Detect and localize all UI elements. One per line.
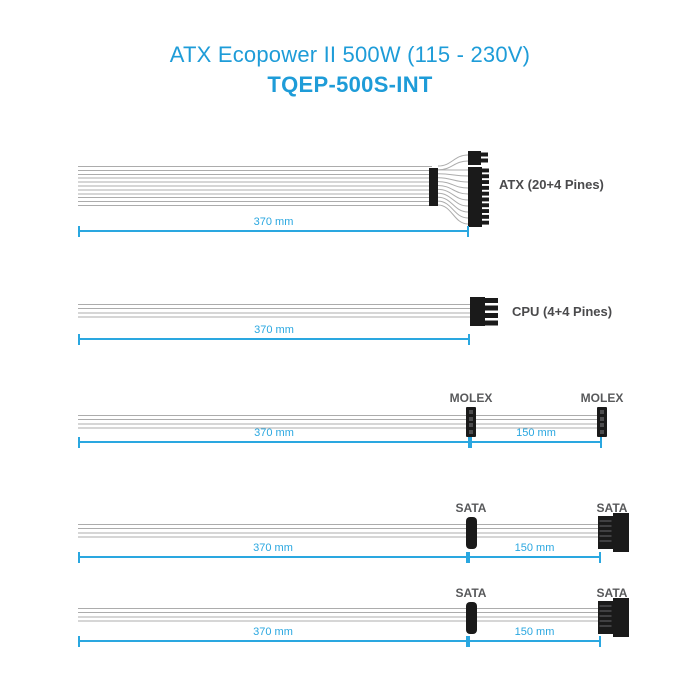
molex-mid-connector-icon [466,407,476,437]
sata1-dimension-text-150: 150 mm [514,542,555,554]
molex-end-connector-icon [597,407,607,437]
sata2-wire-bundle [78,608,614,622]
sata1-end-connector-icon [598,513,629,552]
atx-dimension-text: 370 mm [253,216,294,228]
product-model: TQEP-500S-INT [267,72,433,97]
cpu-dimension-text: 370 mm [254,324,294,336]
sata1-mid-label: SATA [455,501,487,515]
sata2-end-connector-icon [598,598,629,637]
atx-dimension-370mm: 370 mm [78,216,469,237]
molex-end-label: MOLEX [580,391,624,405]
product-title: ATX Ecopower II 500W (115 - 230V) [169,42,531,67]
sata1-dimension-150mm: 150 mm [468,542,601,563]
molex-mid-label: MOLEX [449,391,493,405]
molex-dimension-text-150: 150 mm [516,427,556,439]
sata2-dimension-370mm: 370 mm [78,626,468,647]
molex-dimension-150mm: 150 mm [470,427,602,448]
sata2-mid-connector-icon [466,602,477,634]
sata1-end-label: SATA [596,501,628,515]
sata2-dimension-150mm: 150 mm [468,626,601,647]
atx-connector-icon [429,151,489,227]
atx-wire-bundle [78,166,432,206]
sata1-wire-bundle [78,524,614,538]
cable-clip [429,168,438,206]
cpu-dimension-370mm: 370 mm [78,324,470,345]
molex-dimension-text-370: 370 mm [254,427,294,439]
cpu-connector-icon [470,297,498,326]
sata1-mid-connector-icon [466,517,477,549]
molex-dimension-370mm: 370 mm [78,427,470,448]
sata1-dimension-370mm: 370 mm [78,542,468,563]
sata2-mid-label: SATA [455,586,487,600]
cpu-label: CPU (4+4 Pines) [512,304,613,319]
sata1-dimension-text-370: 370 mm [253,542,293,554]
sata2-end-label: SATA [596,586,628,600]
atx-label: ATX (20+4 Pines) [499,177,604,192]
sata2-dimension-text-150: 150 mm [514,626,555,638]
sata2-dimension-text-370: 370 mm [253,626,293,638]
cpu-wire-bundle [78,304,470,318]
